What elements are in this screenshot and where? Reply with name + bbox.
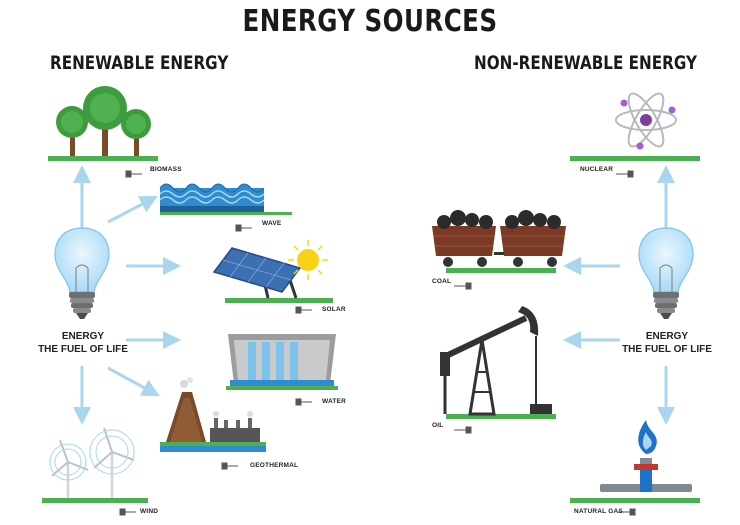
center-label-line2: THE FUEL OF LIFE: [38, 344, 128, 355]
tag-biomass: BIOMASS: [150, 166, 182, 173]
renewable-center-label: ENERGY THE FUEL OF LIFE: [34, 330, 132, 356]
biomass-illustration: [48, 86, 158, 161]
nuclear-illustration: [570, 92, 700, 161]
natural-gas-illustration: [570, 420, 700, 503]
arrow-to-wave: [107, 195, 158, 224]
non-renewable-heading: NON-RENEWABLE ENERGY: [474, 52, 697, 74]
page-title: ENERGY SOURCES: [242, 4, 498, 39]
renewable-heading: RENEWABLE ENERGY: [50, 52, 229, 74]
center-label-line1: ENERGY: [645, 331, 689, 342]
tag-water: WATER: [322, 398, 346, 405]
water-illustration: [226, 334, 338, 390]
arrow-to-geothermal: [107, 366, 160, 397]
tag-nuclear: NUCLEAR: [580, 166, 614, 173]
solar-illustration: [212, 240, 333, 303]
tag-solar: SOLAR: [322, 306, 346, 313]
non-renewable-center-label: ENERGY THE FUEL OF LIFE: [618, 330, 716, 356]
coal-illustration: [432, 210, 566, 273]
tag-geothermal: GEOTHERMAL: [250, 462, 299, 469]
wind-illustration: [42, 427, 148, 503]
oil-illustration: [440, 306, 556, 419]
geothermal-illustration: [160, 377, 266, 452]
tag-coal: COAL: [432, 278, 452, 285]
renewable-arrows: [73, 165, 181, 425]
connectors: [119, 170, 636, 516]
tag-wind: WIND: [140, 508, 159, 515]
bulb-icon-left: [54, 227, 110, 319]
non-renewable-arrows: [563, 165, 675, 425]
tag-natural-gas: NATURAL GAS: [574, 508, 623, 515]
tag-oil: OIL: [432, 422, 444, 429]
bulb-icon-right: [638, 227, 694, 319]
tag-wave: WAVE: [262, 220, 282, 227]
center-label-line1: ENERGY: [61, 331, 105, 342]
wave-illustration: [159, 183, 292, 215]
center-label-line2: THE FUEL OF LIFE: [622, 344, 712, 355]
